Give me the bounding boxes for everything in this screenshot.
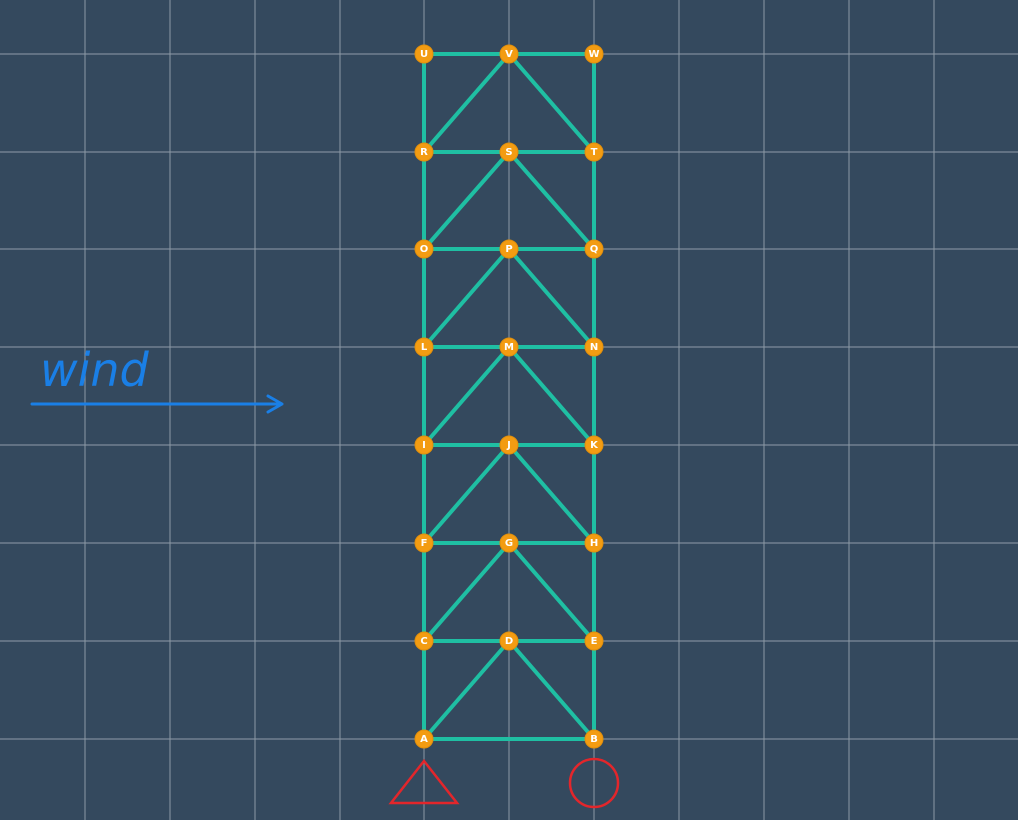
node-S: S — [499, 142, 519, 162]
node-dot — [499, 435, 519, 455]
node-dot — [584, 631, 604, 651]
node-V: V — [499, 44, 519, 64]
node-C: C — [414, 631, 434, 651]
member-C-G — [422, 541, 511, 643]
node-dot — [584, 337, 604, 357]
node-N: N — [584, 337, 604, 357]
node-dot — [584, 44, 604, 64]
node-dot — [414, 337, 434, 357]
node-label: D — [505, 636, 513, 647]
node-T: T — [584, 142, 604, 162]
node-label: M — [504, 342, 514, 353]
node-dot — [414, 729, 434, 749]
node-M: M — [499, 337, 519, 357]
member-J-H — [507, 443, 596, 545]
node-dot — [414, 435, 434, 455]
truss-nodes: A B C D E F G H I J K L M N O P Q R S T U V W — [414, 44, 604, 749]
node-label: P — [505, 244, 512, 255]
node-E: E — [584, 631, 604, 651]
node-label: N — [590, 342, 598, 353]
node-D: D — [499, 631, 519, 651]
node-label: O — [420, 244, 429, 255]
node-label: I — [422, 440, 426, 451]
member-P-N — [507, 247, 596, 349]
node-dot — [414, 533, 434, 553]
wind-label: wind — [40, 343, 150, 397]
node-dot — [584, 142, 604, 162]
node-L: L — [414, 337, 434, 357]
member-G-E — [507, 541, 596, 643]
member-A-D — [422, 639, 511, 741]
member-L-P — [422, 247, 511, 349]
wind-arrow — [30, 394, 284, 414]
node-label: G — [505, 538, 513, 549]
node-label: B — [590, 734, 598, 745]
node-dot — [584, 729, 604, 749]
node-dot — [499, 533, 519, 553]
node-I: I — [414, 435, 434, 455]
wind-annotation: wind — [30, 343, 284, 414]
node-P: P — [499, 239, 519, 259]
node-label: L — [421, 342, 428, 353]
node-dot — [499, 239, 519, 259]
node-dot — [414, 142, 434, 162]
node-H: H — [584, 533, 604, 553]
node-dot — [584, 435, 604, 455]
node-label: S — [505, 147, 512, 158]
node-dot — [584, 533, 604, 553]
node-label: K — [590, 440, 599, 451]
member-M-K — [507, 345, 596, 447]
node-dot — [414, 44, 434, 64]
node-K: K — [584, 435, 604, 455]
node-label: C — [420, 636, 427, 647]
node-label: V — [505, 49, 513, 60]
truss-members — [422, 52, 596, 741]
node-O: O — [414, 239, 434, 259]
node-dot — [414, 239, 434, 259]
supports — [388, 757, 620, 809]
member-R-V — [422, 52, 511, 154]
node-label: W — [588, 49, 599, 60]
node-label: Q — [590, 244, 599, 255]
node-J: J — [499, 435, 519, 455]
node-dot — [499, 44, 519, 64]
member-D-B — [507, 639, 596, 741]
node-dot — [499, 142, 519, 162]
node-W: W — [584, 44, 604, 64]
node-G: G — [499, 533, 519, 553]
node-F: F — [414, 533, 434, 553]
node-label: U — [420, 49, 428, 60]
member-I-M — [422, 345, 511, 447]
node-dot — [499, 631, 519, 651]
node-label: T — [591, 147, 598, 158]
member-S-Q — [507, 150, 596, 251]
node-label: F — [421, 538, 428, 549]
node-dot — [414, 631, 434, 651]
node-label: E — [591, 636, 598, 647]
node-U: U — [414, 44, 434, 64]
node-dot — [499, 337, 519, 357]
roller-support — [568, 757, 620, 809]
member-V-T — [507, 52, 596, 154]
node-R: R — [414, 142, 434, 162]
node-B: B — [584, 729, 604, 749]
node-label: H — [590, 538, 598, 549]
member-F-J — [422, 443, 511, 545]
node-Q: Q — [584, 239, 604, 259]
member-O-S — [422, 150, 511, 251]
node-label: R — [420, 147, 428, 158]
pin-support — [388, 758, 460, 805]
node-dot — [584, 239, 604, 259]
node-A: A — [414, 729, 434, 749]
node-label: J — [506, 440, 511, 451]
node-label: A — [420, 734, 428, 745]
